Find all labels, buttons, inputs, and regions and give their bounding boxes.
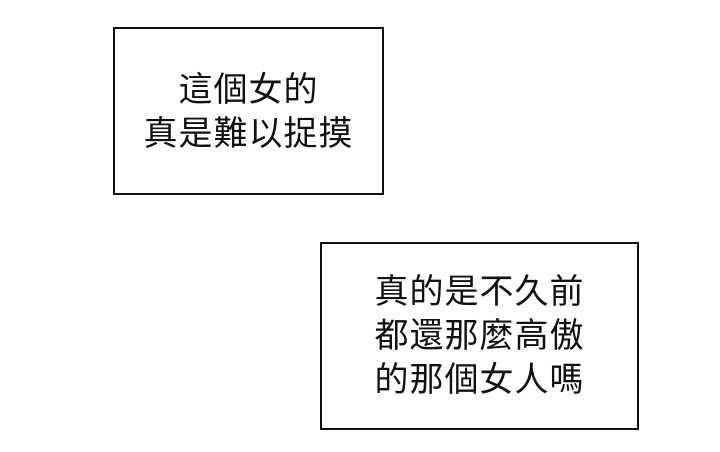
caption-line: 這個女的 — [178, 70, 319, 110]
caption-line: 真是難以捉摸 — [143, 114, 354, 154]
caption-line: 的那個女人嗎 — [374, 360, 585, 400]
caption-line: 都還那麼高傲 — [374, 316, 585, 356]
caption-box-2: 真的是不久前 都還那麼高傲 的那個女人嗎 — [320, 242, 639, 430]
caption-box-1: 這個女的 真是難以捉摸 — [113, 27, 384, 195]
caption-line: 真的是不久前 — [374, 272, 585, 312]
